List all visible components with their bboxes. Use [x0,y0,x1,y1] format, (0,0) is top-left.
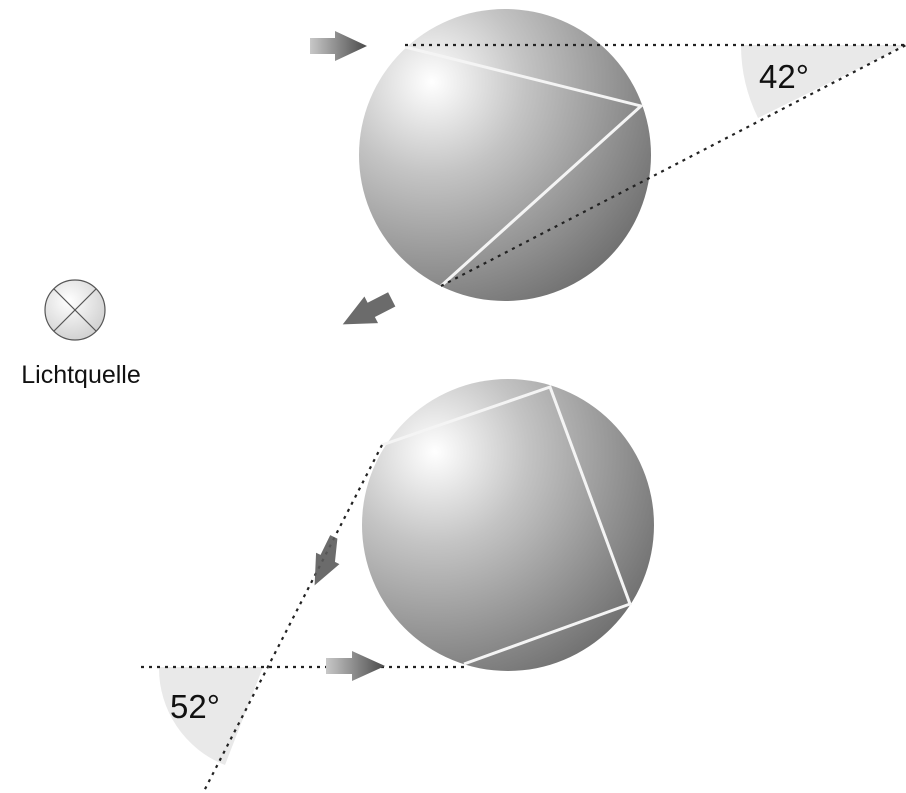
incoming-arrow [310,31,367,61]
outgoing-arrow-secondary [314,535,340,586]
primary-rainbow-droplet: 42° [310,9,906,325]
raindrop-sphere-secondary [362,379,654,671]
angle-wedge-52 [158,667,263,765]
angle-label-42: 42° [759,58,809,95]
outgoing-ray-line-secondary [202,444,383,793]
incoming-arrow-secondary [326,651,385,681]
raindrop-sphere [359,9,651,301]
light-source-label: Lichtquelle [21,361,141,389]
angle-label-52: 52° [170,688,220,725]
secondary-rainbow-droplet: 52° [141,379,654,793]
internal-ray-path [404,45,645,288]
internal-ray-path-secondary [381,385,632,666]
outgoing-arrow [342,292,396,325]
light-bulb-icon [44,279,106,341]
light-source: Lichtquelle [21,279,141,389]
angle-wedge-42 [741,45,906,118]
